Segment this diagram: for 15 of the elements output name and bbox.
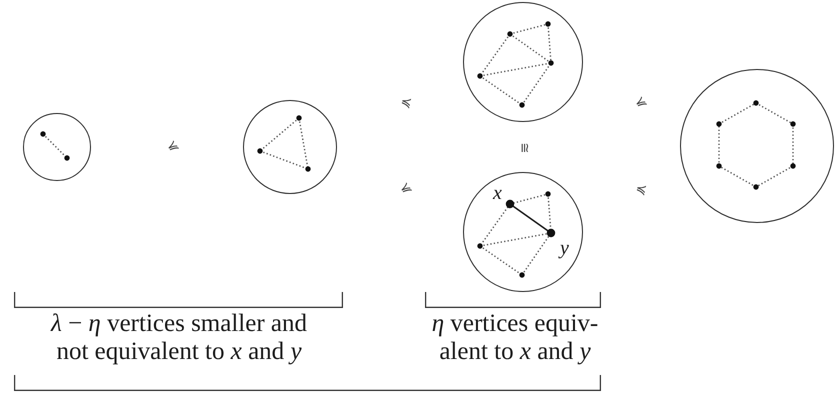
relation-symbol: ≅ [518,142,530,154]
graph-circle [463,2,583,122]
graph-circle [23,113,91,181]
vertex-label: x [492,183,502,204]
graph-circle [680,69,834,223]
relation-symbol: ≼ [632,94,650,112]
relation-symbol: ≼ [398,180,414,198]
relation-symbol: ≼ [634,182,648,198]
graph-circle [243,100,337,194]
relation-symbol: ≼ [164,138,182,156]
bracket-caption: λ − η vertices smaller and not equivalent to x and y [50,310,308,366]
bracket-caption: η vertices equiv- alent to x and y [430,310,600,366]
vertex-label: y [560,238,569,258]
relation-symbol: ≼ [399,96,413,110]
graph-circle [463,172,583,292]
